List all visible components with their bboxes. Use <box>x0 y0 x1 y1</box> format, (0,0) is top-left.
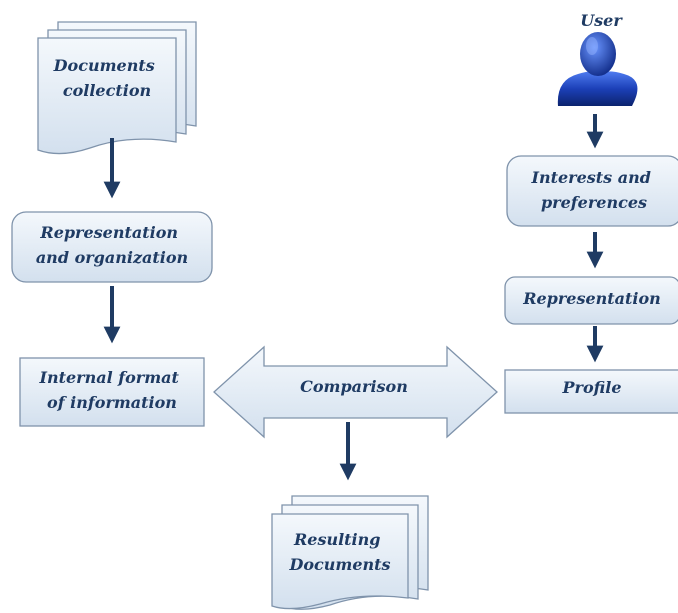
interests-preferences-label: Interests and preferences <box>530 168 656 212</box>
documents-collection-label: Documents collection <box>53 56 161 100</box>
user-representation-node: Representation <box>504 276 678 325</box>
comparison-double-arrow: Comparison <box>213 345 498 439</box>
internal-format-node: Internal format of information <box>19 357 205 427</box>
representation-organization-label: Representation and organization <box>36 223 188 267</box>
documents-collection-line-1: Documents <box>53 56 155 75</box>
interests-preferences-line-1: Interests and <box>530 168 650 187</box>
representation-organization-node: Representation and organization <box>11 211 213 283</box>
representation-organization-line-1: Representation <box>39 223 178 242</box>
resulting-documents-line-1: Resulting <box>293 530 380 549</box>
profile-label: Profile <box>561 378 621 397</box>
resulting-documents-line-2: Documents <box>288 555 390 574</box>
interests-preferences-node: Interests and preferences <box>506 155 678 227</box>
internal-format-line-2: of information <box>47 393 177 412</box>
resulting-documents-node: Resulting Documents <box>271 495 429 610</box>
resulting-documents-label: Resulting Documents <box>288 530 390 574</box>
documents-collection-line-2: collection <box>63 81 151 100</box>
profile-node: Profile <box>504 369 678 414</box>
interests-preferences-line-2: preferences <box>541 193 647 212</box>
documents-collection-node: Documents collection <box>37 21 197 155</box>
internal-format-label: Internal format of information <box>38 368 184 412</box>
representation-organization-line-2: and organization <box>36 248 188 267</box>
user-icon <box>557 32 638 106</box>
user-representation-label: Representation <box>522 289 661 308</box>
internal-format-line-1: Internal format <box>38 368 179 387</box>
user-node: User <box>557 11 638 106</box>
comparison-label: Comparison <box>300 377 408 396</box>
user-label: User <box>580 11 623 30</box>
